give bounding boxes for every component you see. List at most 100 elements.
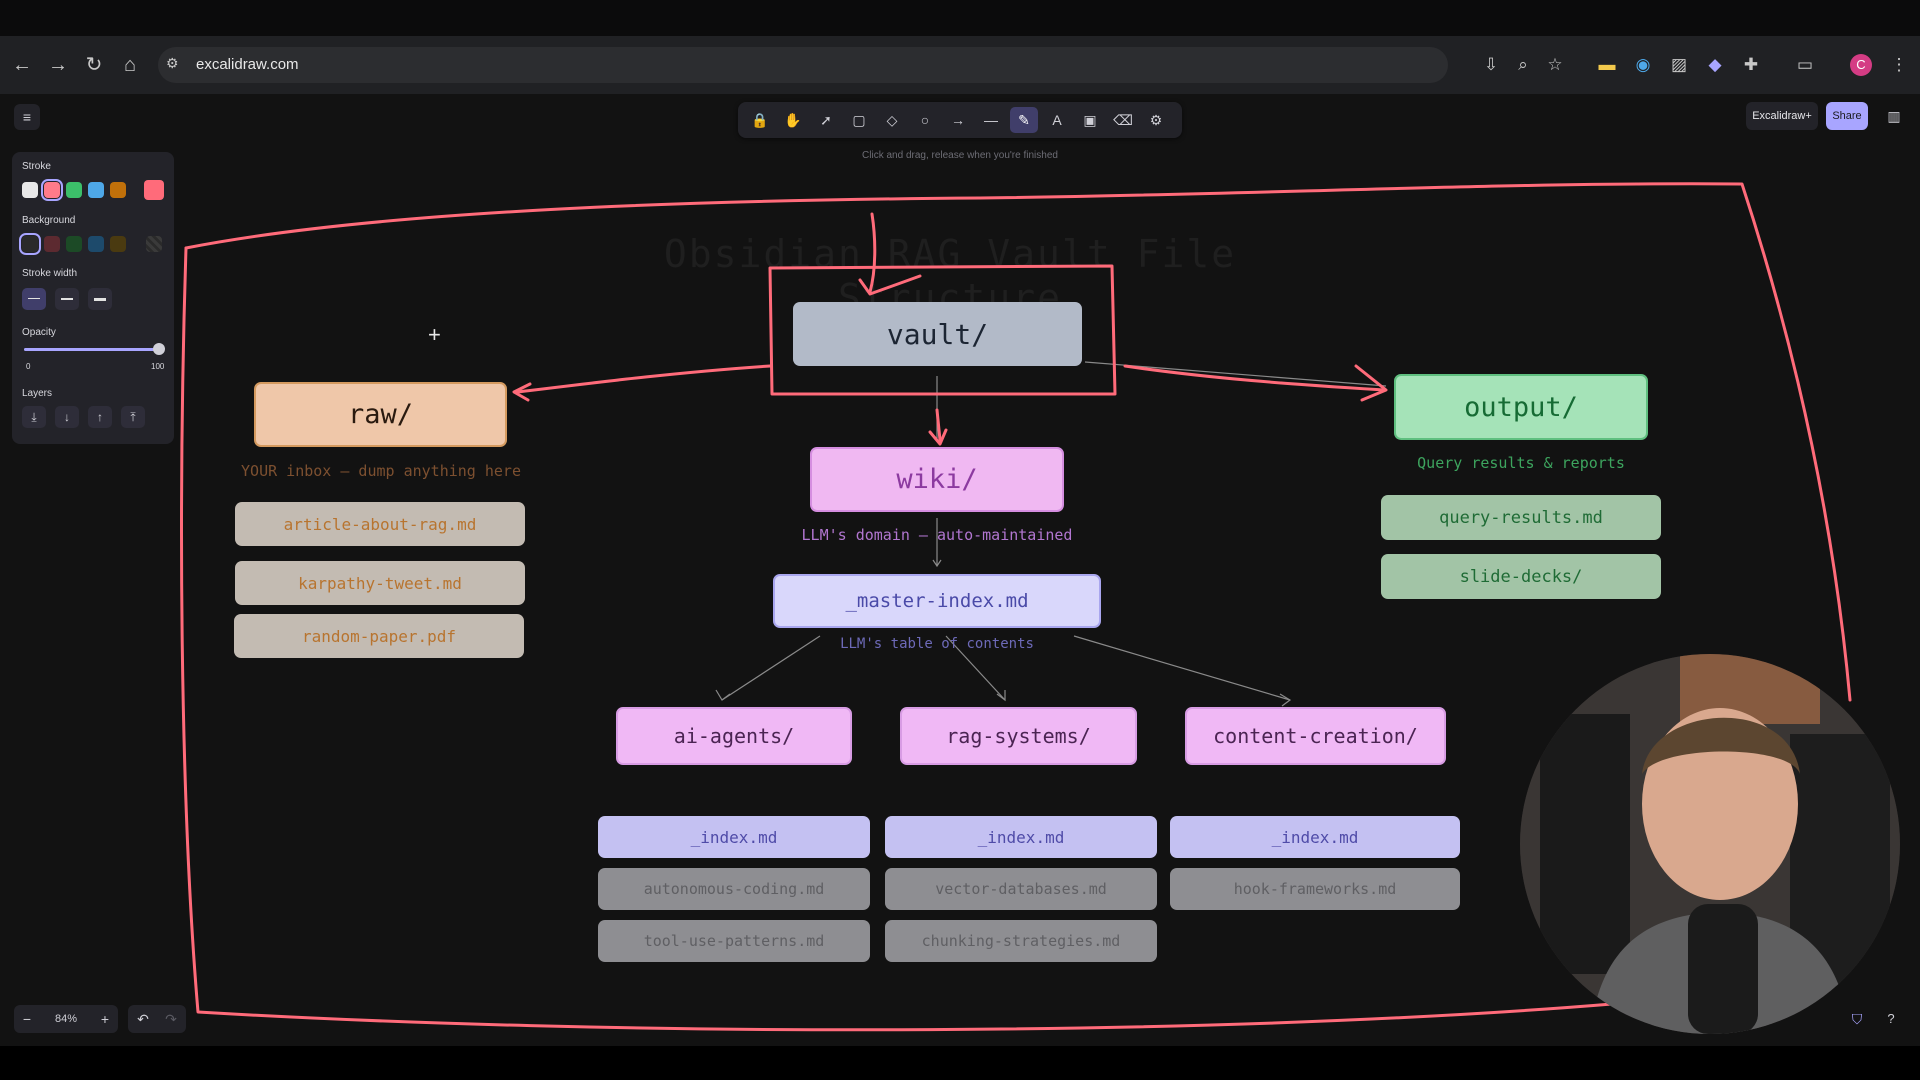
category-box-rag-systems[interactable]: rag-systems/ <box>900 707 1137 765</box>
raw-file-box[interactable]: karpathy-tweet.md <box>235 561 525 605</box>
selection-tool-icon[interactable]: ➚ <box>820 112 832 128</box>
zoom-out-button[interactable]: − <box>22 1011 32 1027</box>
opacity-slider-handle[interactable] <box>153 343 165 355</box>
bookmark-star-icon[interactable]: ☆ <box>1547 55 1563 74</box>
category-box-content-creation[interactable]: content-creation/ <box>1185 707 1446 765</box>
zoom-icon[interactable]: ⌕ <box>1518 55 1528 74</box>
video-letterbox <box>0 1046 1920 1080</box>
transparent-background-swatch[interactable] <box>146 236 162 252</box>
stroke-label: Stroke <box>22 161 51 172</box>
background-color-swatch[interactable] <box>110 236 126 252</box>
note-file-box[interactable]: chunking-strategies.md <box>885 920 1157 962</box>
vault-folder-box[interactable]: vault/ <box>793 302 1082 366</box>
background-color-swatch[interactable] <box>66 236 82 252</box>
opacity-min-label: 0 <box>26 362 31 371</box>
rectangle-tool-icon[interactable]: ▢ <box>852 112 866 128</box>
stroke-width-bold[interactable] <box>55 288 79 310</box>
pen-strokes <box>180 182 1852 1032</box>
output-file-box[interactable]: query-results.md <box>1381 495 1661 540</box>
bring-forward-button[interactable]: ↑ <box>88 406 112 428</box>
connector-master-content <box>1073 635 1291 701</box>
index-file-box[interactable]: _index.md <box>885 816 1157 858</box>
raw-file-box[interactable]: random-paper.pdf <box>234 614 524 658</box>
shield-icon[interactable]: ⛉ <box>1851 1011 1863 1027</box>
undo-redo-controls <box>128 1005 186 1033</box>
index-file-box[interactable]: _index.md <box>598 816 870 858</box>
send-to-back-button[interactable]: ⤓ <box>22 406 46 428</box>
webcam-overlay <box>1520 654 1900 1034</box>
stroke-width-extra-bold[interactable] <box>88 288 112 310</box>
url-text: excalidraw.com <box>196 56 299 73</box>
send-backward-button[interactable]: ↓ <box>55 406 79 428</box>
note-file-box[interactable]: vector-databases.md <box>885 868 1157 910</box>
install-icon[interactable]: ⇩ <box>1483 55 1499 74</box>
extension-icon[interactable]: ◉ <box>1635 55 1651 74</box>
note-file-box[interactable]: hook-frameworks.md <box>1170 868 1460 910</box>
background-color-swatch[interactable] <box>88 236 104 252</box>
profile-avatar[interactable]: C <box>1850 54 1872 76</box>
wiki-note: LLM's domain — auto-maintained <box>801 526 1073 544</box>
reload-icon[interactable]: ↻ <box>85 54 103 76</box>
extension-icon[interactable]: ◆ <box>1708 55 1722 74</box>
stroke-color-swatch[interactable] <box>66 182 82 198</box>
eraser-tool-icon[interactable]: ⌫ <box>1113 112 1133 128</box>
undo-button[interactable]: ↶ <box>137 1011 149 1027</box>
diamond-tool-icon[interactable]: ◇ <box>886 112 898 128</box>
raw-file-box[interactable]: article-about-rag.md <box>235 502 525 546</box>
master-index-box[interactable]: _master-index.md <box>773 574 1101 628</box>
output-file-box[interactable]: slide-decks/ <box>1381 554 1661 599</box>
output-folder-box[interactable]: output/ <box>1394 374 1648 440</box>
bring-to-front-button[interactable]: ⤒ <box>121 406 145 428</box>
extension-icon[interactable]: ▬ <box>1598 55 1616 74</box>
address-bar[interactable] <box>158 47 1448 83</box>
presenter-video <box>1520 654 1900 1034</box>
excalidraw-plus-button[interactable]: Excalidraw+ <box>1746 102 1818 130</box>
zoom-level[interactable]: 84% <box>54 1013 78 1025</box>
hamburger-menu-icon[interactable]: ≡ <box>14 104 40 130</box>
wiki-folder-box[interactable]: wiki/ <box>810 447 1064 512</box>
extension-icon[interactable]: ▨ <box>1670 55 1688 74</box>
hand-tool-icon[interactable]: ✋ <box>784 112 802 128</box>
site-info-icon[interactable]: ⚙ <box>166 55 179 71</box>
arrow-tool-icon[interactable]: → <box>951 112 965 128</box>
index-file-box[interactable]: _index.md <box>1170 816 1460 858</box>
text-tool-icon[interactable]: A <box>1052 112 1062 128</box>
help-icon[interactable]: ? <box>1887 1011 1895 1026</box>
image-tool-icon[interactable]: ▣ <box>1083 112 1097 128</box>
opacity-slider[interactable] <box>24 348 162 351</box>
opacity-label: Opacity <box>22 327 56 338</box>
lock-tool-icon[interactable]: 🔒 <box>751 112 769 128</box>
menu-dots-icon[interactable]: ⋮ <box>1890 55 1908 74</box>
share-button[interactable]: Share <box>1826 102 1868 130</box>
draw-tool-icon[interactable]: ✎ <box>1010 107 1038 133</box>
stroke-color-swatch[interactable] <box>110 182 126 198</box>
category-box-ai-agents[interactable]: ai-agents/ <box>616 707 852 765</box>
tool-hint: Click and drag, release when you're fini… <box>862 150 1058 161</box>
note-file-box[interactable]: autonomous-coding.md <box>598 868 870 910</box>
raw-folder-box[interactable]: raw/ <box>254 382 507 447</box>
line-tool-icon[interactable]: — <box>984 112 998 128</box>
back-icon[interactable]: ← <box>12 54 32 76</box>
zoom-controls <box>14 1005 118 1033</box>
outer-loop-stroke-bottom <box>180 246 1614 1032</box>
library-icon[interactable]: ▥ <box>1887 108 1901 124</box>
puzzle-icon[interactable]: ✚ <box>1743 55 1759 74</box>
redo-button[interactable]: ↷ <box>165 1011 177 1027</box>
more-tools-tool-icon[interactable]: ⚙ <box>1149 112 1163 128</box>
ellipse-tool-icon[interactable]: ○ <box>920 112 930 128</box>
background-color-swatch[interactable] <box>19 233 41 255</box>
stroke-color-swatch[interactable] <box>88 182 104 198</box>
background-label: Background <box>22 215 76 226</box>
note-file-box[interactable]: tool-use-patterns.md <box>598 920 870 962</box>
background-color-swatch[interactable] <box>44 236 60 252</box>
home-icon[interactable]: ⌂ <box>123 54 137 76</box>
current-stroke-swatch[interactable] <box>144 180 164 200</box>
stroke-width-thin[interactable] <box>22 288 46 310</box>
stroke-color-swatch[interactable] <box>22 182 38 198</box>
zoom-in-button[interactable]: + <box>100 1011 110 1027</box>
forward-icon[interactable]: → <box>48 54 68 76</box>
side-panel-icon[interactable]: ▭ <box>1796 55 1814 74</box>
stroke-color-swatch[interactable] <box>41 179 63 201</box>
connector-master-rag <box>945 635 1006 701</box>
